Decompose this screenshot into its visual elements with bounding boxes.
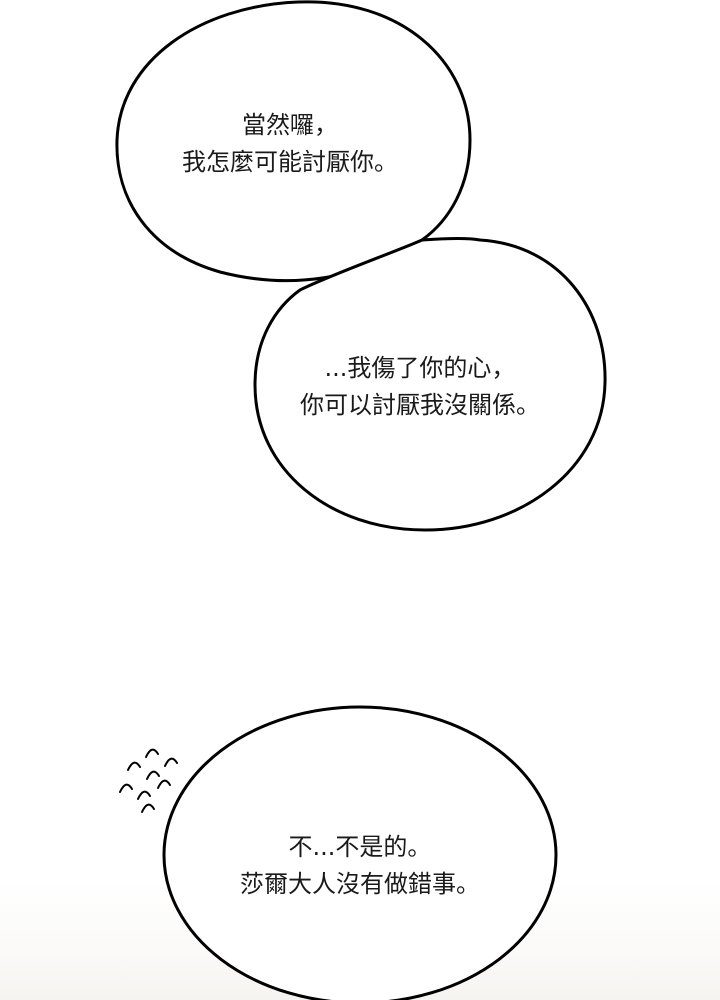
trembling-arc-marks-icon: [119, 748, 178, 813]
bubble-1-line-2: 我怎麼可能討厭你。: [182, 148, 398, 176]
bubble-1-line-1: 當然囉，: [242, 111, 338, 139]
speech-bubble-1: [115, 0, 472, 283]
bubble-2-line-2: 你可以討厭我沒關係。: [300, 391, 540, 419]
bubble-3-line-2: 莎爾大人沒有做錯事。: [240, 870, 480, 898]
bubble-2-text: ...我傷了你的心， 你可以討厭我沒關係。: [270, 350, 570, 424]
bubble-2-line-1: ...我傷了你的心，: [324, 354, 516, 382]
bubble-3-text: 不...不是的。 莎爾大人沒有做錯事。: [200, 829, 520, 903]
bubble-3-line-1: 不...不是的。: [288, 833, 432, 861]
speech-bubble-2: [253, 237, 607, 532]
speech-bubble-3: [162, 705, 558, 1000]
bubble-1-text: 當然囉， 我怎麼可能討厭你。: [150, 107, 430, 181]
